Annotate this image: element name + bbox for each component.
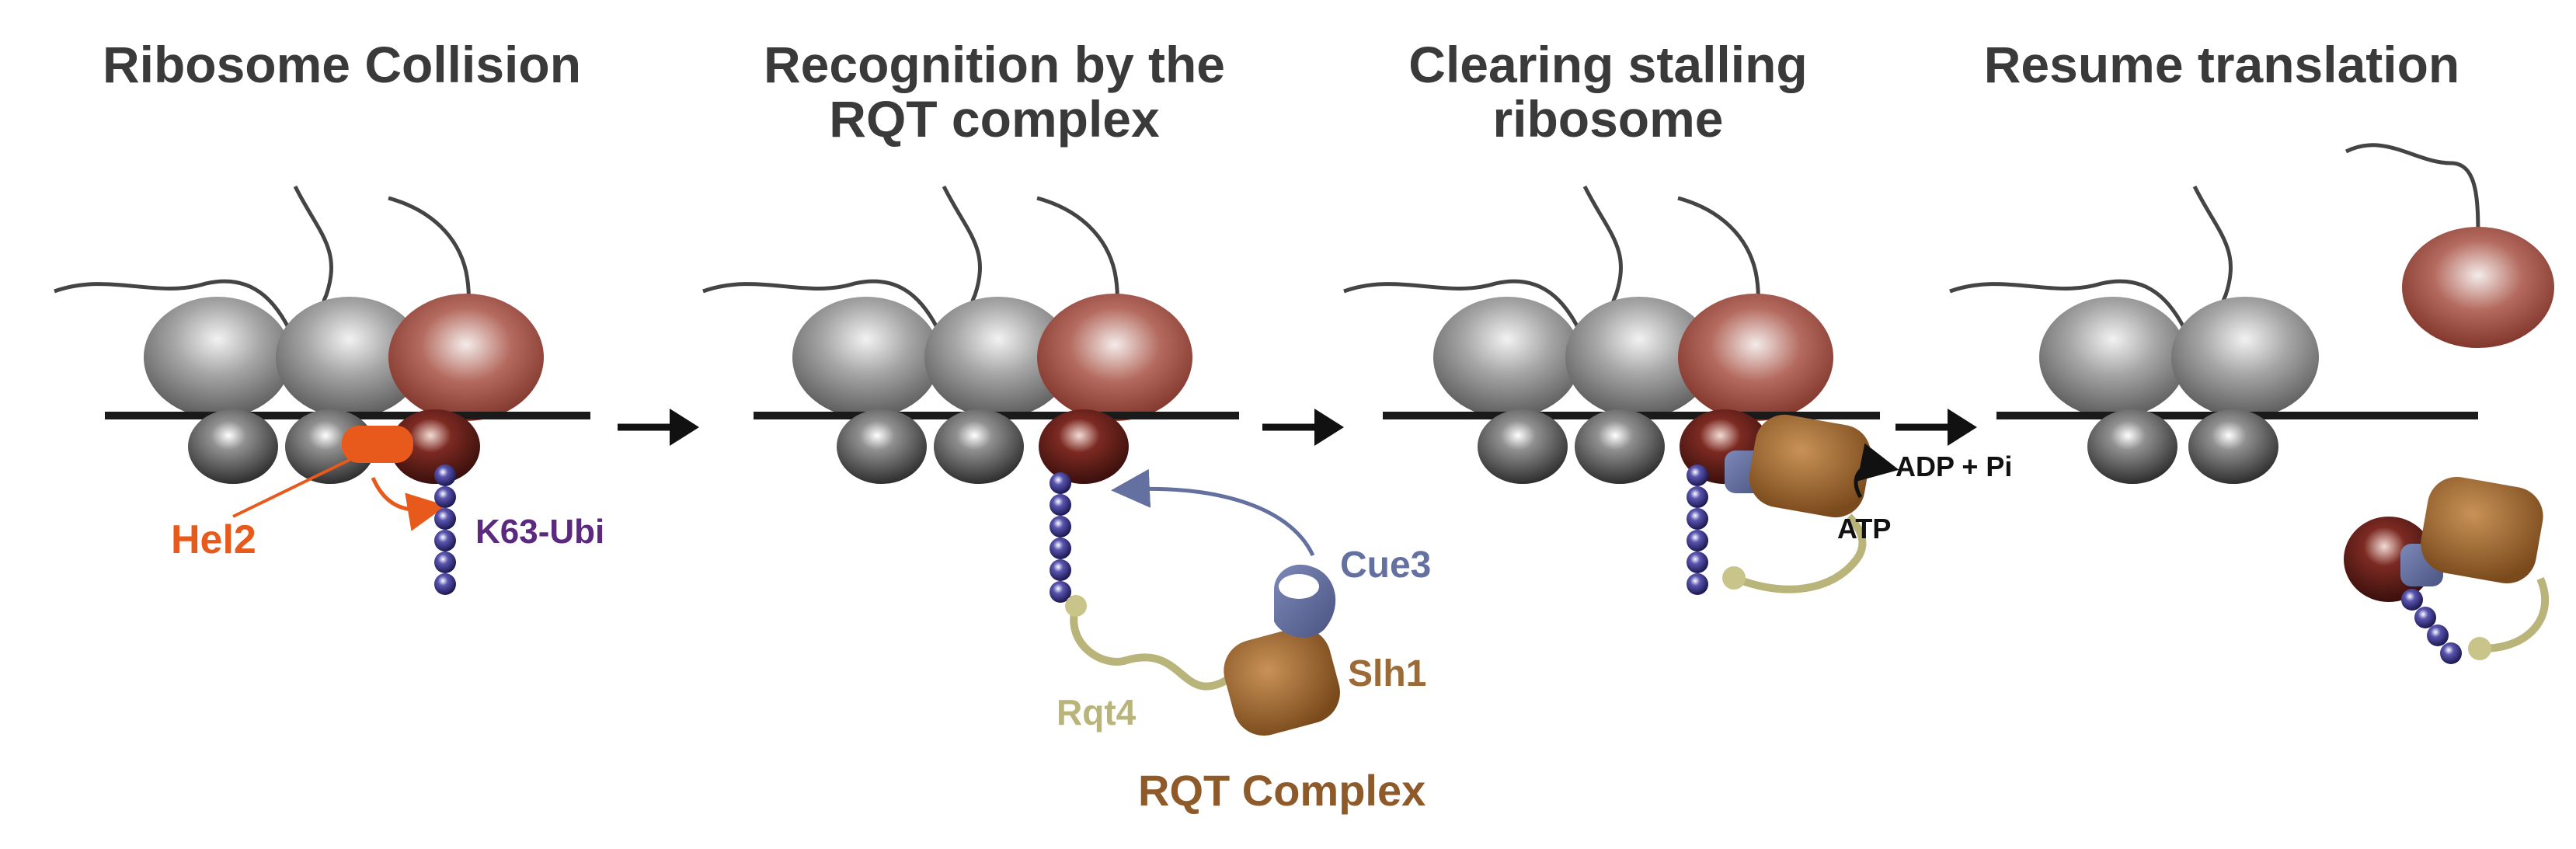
ribosome-small-subunit-stalled: [1039, 409, 1129, 484]
panel-clearing: [1343, 185, 1899, 595]
k63-ubiquitin-chain: [1687, 465, 1708, 595]
panel-ribosome-collision: [54, 185, 590, 595]
label-rqt-complex: RQT Complex: [1138, 766, 1426, 815]
ribosome-large-subunit: [2039, 297, 2187, 418]
k63-ubiquitin-chain: [434, 465, 456, 595]
rqt4-linker: [1735, 513, 1867, 593]
ribosome-large-subunit: [2171, 297, 2319, 418]
ribosome-small-subunit: [837, 409, 927, 484]
ribosome-large-subunit-stalled: [1678, 294, 1833, 421]
ubiquitination-arrow: [371, 477, 447, 531]
hel2-protein: [342, 426, 413, 463]
panel-title-line: Ribosome Collision: [102, 36, 582, 93]
panel-title-resume: Resume translation: [1919, 37, 2525, 92]
right-arrow-icon: [618, 409, 699, 446]
slh1-protein: [2421, 476, 2543, 584]
slh1-protein: [1749, 414, 1871, 518]
ribosome-small-subunit: [2087, 409, 2177, 484]
right-arrow-icon: [1262, 409, 1344, 446]
panel-title-recognition: Recognition by the RQT complex: [699, 37, 1290, 146]
k63-ubiquitin-chain: [1050, 472, 1071, 603]
nascent-chain: [54, 279, 298, 343]
label-adp-pi: ADP + Pi: [1895, 451, 2013, 482]
panel-title-clearing: Clearing stalling ribosome: [1313, 37, 1903, 146]
label-hel2: Hel2: [171, 517, 256, 562]
released-large-subunit: [2402, 227, 2554, 348]
panel-title-line: ribosome: [1492, 90, 1724, 148]
label-cue3: Cue3: [1340, 545, 1432, 586]
panel-title-line: Resume translation: [1983, 36, 2460, 93]
rqt4-linker: [2481, 576, 2550, 652]
ribosome-large-subunit-stalled: [388, 294, 544, 421]
label-rqt4: Rqt4: [1057, 692, 1137, 732]
slh1-protein: [1224, 627, 1340, 736]
rqt4-node: [1722, 566, 1746, 590]
ribosome-small-subunit: [2188, 409, 2278, 484]
label-slh1: Slh1: [1348, 653, 1427, 694]
ribosome-large-subunit: [1433, 297, 1581, 418]
nascent-chain: [1343, 279, 1587, 343]
ribosome-small-subunit: [934, 409, 1024, 484]
hel2-pointer: [232, 458, 350, 518]
nascent-chain: [1949, 279, 2193, 343]
cue3-pocket: [1279, 574, 1319, 599]
label-k63-ubi: K63-Ubi: [475, 513, 605, 551]
k63-ubiquitin-chain: [2401, 589, 2462, 664]
panel-resume-translation: [1949, 143, 2554, 664]
ribosome-small-subunit: [1478, 409, 1568, 484]
ribosome-small-subunit: [188, 409, 278, 484]
ribosome-small-subunit-stalled: [390, 409, 480, 484]
panel-title-ribosome-collision: Ribosome Collision: [47, 37, 637, 92]
ribosome-large-subunit: [1565, 297, 1713, 418]
panel-title-line: Clearing stalling: [1408, 36, 1808, 93]
ribosome-small-subunit: [1575, 409, 1665, 484]
recognition-arrow: [1111, 468, 1315, 557]
right-arrow-icon: [1895, 409, 1977, 446]
ribosome-large-subunit: [924, 297, 1072, 418]
panel-recognition: [702, 185, 1340, 736]
nascent-chain: [2345, 143, 2480, 242]
ribosome-large-subunit: [144, 297, 291, 418]
nascent-chain: [702, 279, 946, 343]
panel-title-line: RQT complex: [829, 90, 1160, 148]
ribosome-large-subunit-stalled: [1037, 294, 1192, 421]
ribosome-large-subunit: [792, 297, 940, 418]
rqt4-node: [1065, 595, 1087, 617]
label-atp: ATP: [1837, 513, 1892, 545]
curved-arrow-icon: [1854, 443, 1899, 499]
ribosome-large-subunit: [276, 297, 423, 418]
rqt4-node: [2468, 637, 2491, 660]
panel-title-line: Recognition by the: [764, 36, 1225, 93]
